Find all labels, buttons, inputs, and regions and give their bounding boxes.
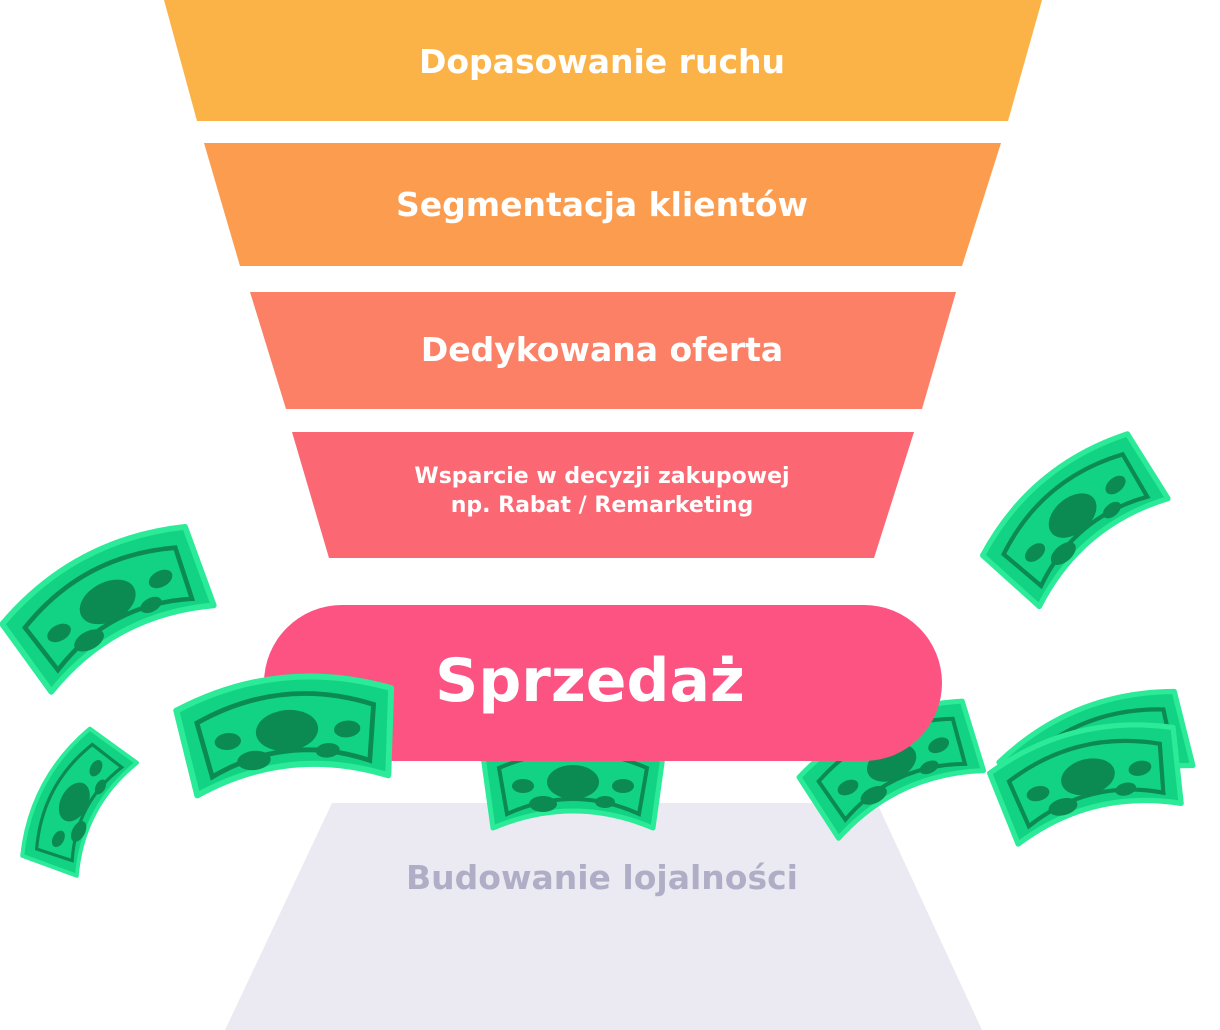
banknote-icon <box>971 419 1177 613</box>
funnel-stage-support: Wsparcie w decyzji zakupowej np. Rabat /… <box>292 432 914 558</box>
stage-label-support-line1: Wsparcie w decyzji zakupowej <box>414 464 789 489</box>
banknote-icon <box>985 709 1191 846</box>
stage-label-segmentation: Segmentacja klientów <box>396 185 808 224</box>
banknote-icon <box>9 722 140 883</box>
stage-label-offer: Dedykowana oferta <box>421 330 783 369</box>
sale-label: Sprzedaż <box>435 646 745 716</box>
banknote-icon <box>0 509 224 698</box>
funnel-stage-loyalty: Budowanie lojalności <box>225 803 982 1030</box>
funnel-stage-sale: Sprzedaż <box>264 605 942 761</box>
banknote-icon <box>174 667 400 797</box>
funnel-stage-segmentation: Segmentacja klientów <box>204 143 1001 266</box>
funnel-stage-offer: Dedykowana oferta <box>250 292 956 409</box>
stage-label-traffic: Dopasowanie ruchu <box>419 42 785 81</box>
loyalty-label: Budowanie lojalności <box>406 858 798 897</box>
funnel-stage-traffic: Dopasowanie ruchu <box>164 0 1042 121</box>
stage-label-support-line2: np. Rabat / Remarketing <box>451 493 754 518</box>
